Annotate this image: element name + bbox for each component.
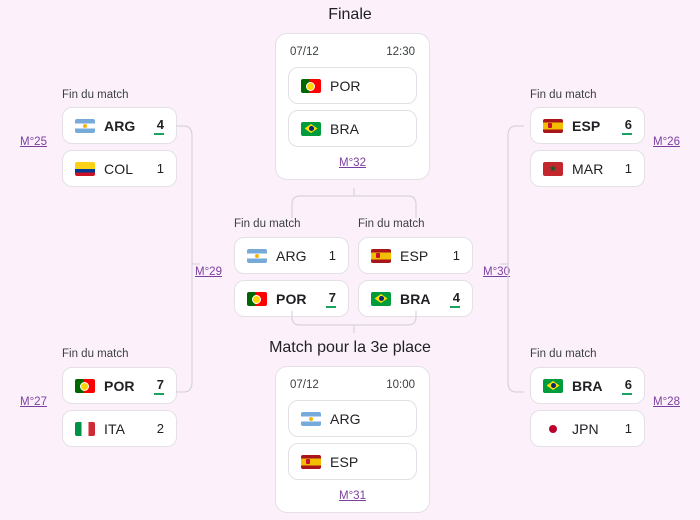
qf-m27-team-row-1[interactable]: POR 7 [62,367,177,404]
qf-m26-team-row-2[interactable]: MAR 1 [530,150,645,187]
team-score [394,128,404,129]
qf-m28-team-row-1[interactable]: BRA 6 [530,367,645,404]
third-place-datetime: 07/12 10:00 [288,379,417,391]
flag-brazil-icon [301,121,321,136]
quarterfinal-m28-card[interactable]: BRA 6 JPN 1 [530,367,645,447]
team-code: BRA [330,120,360,137]
team-score: 7 [326,290,336,308]
flag-spain-icon [371,248,391,263]
team-score: 2 [156,420,164,436]
final-match-datetime: 07/12 12:30 [288,46,417,58]
team-score: 1 [624,160,632,176]
team-code: POR [276,290,307,307]
final-team-row-2[interactable]: BRA [288,110,417,147]
third-place-match-card[interactable]: 07/12 10:00 ARG ESP M°31 [275,366,430,513]
flag-italy-icon [75,421,95,436]
final-match-card[interactable]: 07/12 12:30 POR BRA M°32 [275,33,430,180]
third-place-round-title: Match pour la 3e place [269,339,431,356]
final-team-row-1[interactable]: POR [288,67,417,104]
match-link-m31[interactable]: M°31 [339,490,366,502]
connector-left-outer [176,118,212,408]
team-code: ESP [400,247,429,264]
team-code: ARG [276,247,307,264]
quarterfinal-m25-card[interactable]: ARG 4 COL 1 [62,107,177,187]
quarterfinal-m27-status: Fin du match [62,348,129,360]
qf-m28-team-row-2[interactable]: JPN 1 [530,410,645,447]
connector-right-outer [488,118,524,408]
quarterfinal-m26-status: Fin du match [530,89,597,101]
flag-japan-icon [543,421,563,436]
flag-brazil-icon [371,291,391,306]
third-place-team-row-2[interactable]: ESP [288,443,417,480]
match-link-m32[interactable]: M°32 [339,157,366,169]
match-link-m25[interactable]: M°25 [20,136,47,148]
team-score: 4 [154,117,164,135]
quarterfinal-m26-card[interactable]: ESP 6 MAR 1 [530,107,645,187]
team-score: 1 [452,247,460,263]
match-link-m30[interactable]: M°30 [483,266,510,278]
semifinal-right-team-row-2[interactable]: BRA 4 [358,280,473,317]
semifinal-right-status: Fin du match [358,218,425,230]
flag-argentina-icon [301,411,321,426]
third-place-team-row-1[interactable]: ARG [288,400,417,437]
final-match-date: 07/12 [290,46,319,58]
team-code: ITA [104,420,126,437]
quarterfinal-m28-status: Fin du match [530,348,597,360]
qf-m27-team-row-2[interactable]: ITA 2 [62,410,177,447]
flag-brazil-icon [543,378,563,393]
semifinal-right-team-row-1[interactable]: ESP 1 [358,237,473,274]
qf-m26-team-row-1[interactable]: ESP 6 [530,107,645,144]
semifinal-left-team-row-1[interactable]: ARG 1 [234,237,349,274]
team-code: ARG [104,117,136,134]
match-link-m28[interactable]: M°28 [653,396,680,408]
team-score: 6 [622,117,632,135]
match-link-m29[interactable]: M°29 [195,266,222,278]
team-code: ARG [330,410,361,427]
flag-spain-icon [543,118,563,133]
semifinal-right-card[interactable]: ESP 1 BRA 4 [358,237,473,317]
semifinal-left-team-row-2[interactable]: POR 7 [234,280,349,317]
team-score [394,85,404,86]
third-place-date: 07/12 [290,379,319,391]
flag-portugal-icon [247,291,267,306]
match-link-m27[interactable]: M°27 [20,396,47,408]
team-code: BRA [572,377,603,394]
match-link-m26[interactable]: M°26 [653,136,680,148]
semifinal-left-card[interactable]: ARG 1 POR 7 [234,237,349,317]
quarterfinal-m27-card[interactable]: POR 7 ITA 2 [62,367,177,447]
connector-semis-to-third-place [286,311,422,339]
final-match-time: 12:30 [386,46,415,58]
flag-spain-icon [301,454,321,469]
flag-portugal-icon [75,378,95,393]
quarterfinal-m25-status: Fin du match [62,89,129,101]
flag-argentina-icon [247,248,267,263]
team-code: POR [330,77,361,94]
team-code: COL [104,160,134,177]
team-code: BRA [400,290,431,307]
team-score: 4 [450,290,460,308]
final-round-title: Finale [328,6,372,23]
connector-semis-to-final [286,188,422,218]
team-code: MAR [572,160,604,177]
team-score [394,418,404,419]
team-score: 1 [624,420,632,436]
semifinal-left-status: Fin du match [234,218,301,230]
team-code: ESP [572,117,601,134]
team-score: 6 [622,377,632,395]
team-code: ESP [330,453,359,470]
team-score: 1 [328,247,336,263]
team-code: POR [104,377,135,394]
qf-m25-team-row-1[interactable]: ARG 4 [62,107,177,144]
team-score [394,461,404,462]
third-place-time: 10:00 [386,379,415,391]
flag-argentina-icon [75,118,95,133]
flag-morocco-icon [543,161,563,176]
qf-m25-team-row-2[interactable]: COL 1 [62,150,177,187]
flag-colombia-icon [75,161,95,176]
team-score: 7 [154,377,164,395]
team-code: JPN [572,420,599,437]
team-score: 1 [156,160,164,176]
flag-portugal-icon [301,78,321,93]
